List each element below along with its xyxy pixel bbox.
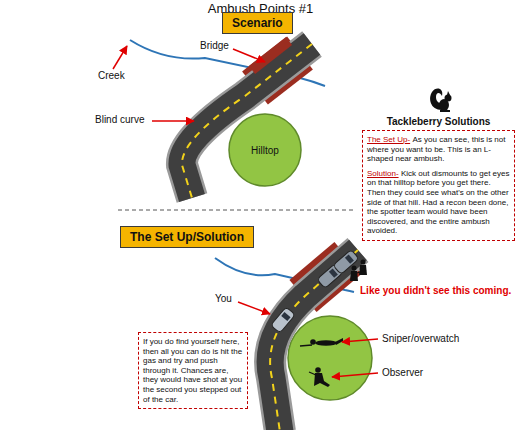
note-box: Tackleberry SolutionsThe Set Up-As you c… (362, 116, 515, 241)
section-tag: The Set Up/Solution (120, 226, 254, 248)
hill-circle: Hilltop (228, 113, 302, 187)
part-label: Bridge (200, 40, 229, 51)
node-text: Scenario (232, 16, 283, 30)
separator (118, 210, 355, 211)
part-label: Creek (98, 70, 125, 81)
bridge-deck (252, 41, 289, 70)
car (333, 250, 359, 275)
note-text: Kick out dismounts to get eyes on that h… (367, 169, 509, 236)
part-label: Observer (382, 367, 423, 378)
leader-line (152, 120, 194, 122)
road-edge (182, 44, 312, 198)
road (270, 250, 358, 430)
note-box: If you do find yourself here, then all y… (138, 332, 248, 409)
leader-line (113, 46, 127, 69)
center-line (182, 44, 312, 198)
leader-line (332, 373, 378, 377)
note-heading: Solution- (367, 169, 399, 178)
node-text: If you do find yourself here, then all y… (143, 337, 243, 404)
node-text: The Set Up/Solution (130, 230, 244, 244)
center-line (270, 250, 358, 430)
note-paragraph: Solution-Kick out dismounts to get eyes … (367, 169, 510, 236)
hill (288, 316, 372, 400)
part-label: Blind curve (95, 114, 144, 125)
section-tag: Scenario (222, 12, 293, 34)
warning-text: Like you didn't see this coming. (360, 285, 511, 296)
observer-figure (309, 367, 330, 387)
part-label: Sniper/overwatch (382, 333, 459, 344)
car (271, 307, 296, 333)
note-heading: The Set Up- (367, 135, 410, 144)
leader-line (238, 302, 270, 314)
logo-heading: Tackleberry Solutions (362, 116, 515, 127)
squirrel-logo (430, 89, 451, 112)
sniper-figure (300, 338, 343, 346)
leader-line (342, 339, 378, 342)
road (182, 44, 312, 198)
dashed-box: The Set Up-As you can see, this is not w… (362, 130, 515, 241)
gunmen (350, 260, 367, 282)
leader-line (233, 49, 265, 62)
note-paragraph: The Set Up-As you can see, this is not w… (367, 135, 510, 164)
road-edge (270, 250, 358, 430)
part-label: You (215, 293, 232, 304)
node-text: Hilltop (251, 145, 279, 156)
